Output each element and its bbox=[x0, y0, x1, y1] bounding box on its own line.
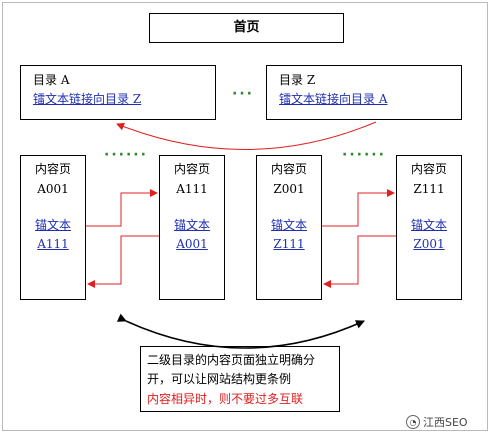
pages-ellipsis-left: ······ bbox=[104, 147, 148, 163]
home-label: 首页 bbox=[233, 20, 260, 35]
anchor-text[interactable]: 锚文本 bbox=[173, 218, 210, 232]
catalog-z-box: 目录 Z 镭文本链接向目录 A bbox=[266, 65, 462, 120]
independence-arc bbox=[116, 313, 365, 349]
page-code: Z001 bbox=[273, 182, 305, 196]
catalog-a-box: 目录 A 镭文本链接向目录 Z bbox=[20, 65, 216, 120]
page-code: Z111 bbox=[413, 182, 445, 196]
link-z001-to-z111 bbox=[322, 189, 395, 227]
page-code: A111 bbox=[176, 182, 208, 196]
pages-ellipsis-right: ······ bbox=[342, 147, 386, 163]
page-title: 内容页 bbox=[410, 162, 447, 176]
page-title: 内容页 bbox=[34, 162, 71, 176]
content-page-z111: 内容页 Z111 锚文本 Z001 bbox=[396, 155, 462, 300]
content-page-a001: 内容页 A001 锚文本 A111 bbox=[20, 155, 86, 300]
catalog-link-arc bbox=[116, 121, 377, 150]
link-z111-to-z001 bbox=[323, 235, 396, 288]
anchor-text[interactable]: 锚文本 bbox=[270, 218, 307, 232]
note-line-2: 开，可以让网站结构更条例 bbox=[147, 372, 292, 386]
content-page-a111: 内容页 A111 锚文本 A001 bbox=[159, 155, 225, 300]
catalog-z-title: 目录 Z bbox=[279, 73, 316, 87]
wechat-icon: ◔ bbox=[406, 415, 420, 429]
link-a111-to-a001 bbox=[87, 235, 159, 288]
anchor-text[interactable]: 锚文本 bbox=[34, 218, 71, 232]
anchor-target[interactable]: A111 bbox=[37, 237, 69, 251]
catalog-a-link[interactable]: 镭文本链接向目录 Z bbox=[33, 92, 142, 106]
content-page-z001: 内容页 Z001 锚文本 Z111 bbox=[256, 155, 322, 300]
link-a001-to-a111 bbox=[86, 189, 158, 227]
page-code: A001 bbox=[37, 182, 69, 196]
anchor-target[interactable]: Z111 bbox=[273, 237, 305, 251]
anchor-target[interactable]: Z001 bbox=[413, 237, 445, 251]
note-box: 二级目录的内容页面独立明确分 开，可以让网站结构更条例 内容相异时，则不要过多互… bbox=[140, 346, 340, 412]
watermark-text: 江西SEO bbox=[423, 416, 468, 429]
diagram-frame bbox=[2, 2, 488, 431]
anchor-text[interactable]: 锚文本 bbox=[410, 218, 447, 232]
watermark: ◔ 江西SEO bbox=[406, 414, 468, 430]
page-title: 内容页 bbox=[173, 162, 210, 176]
home-box: 首页 bbox=[149, 13, 344, 43]
note-line-3: 内容相异时，则不要过多互联 bbox=[147, 392, 304, 406]
catalog-a-title: 目录 A bbox=[33, 73, 70, 87]
catalog-ellipsis: ··· bbox=[232, 86, 254, 102]
note-line-1: 二级目录的内容页面独立明确分 bbox=[147, 353, 316, 367]
catalog-z-link[interactable]: 镭文本链接向目录 A bbox=[279, 92, 388, 106]
anchor-target[interactable]: A001 bbox=[176, 237, 208, 251]
page-title: 内容页 bbox=[270, 162, 307, 176]
